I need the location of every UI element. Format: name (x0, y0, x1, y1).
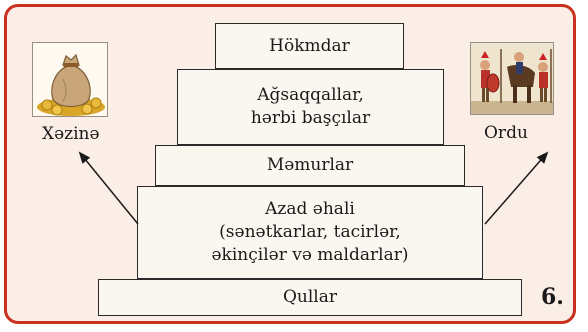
tier-ruler-label: Hökmdar (269, 35, 350, 56)
tier-elders-commanders: Ağsaqqallar, hərbi başçılar (177, 69, 444, 145)
tier-elders-commanders-label: Ağsaqqallar, hərbi başçılar (250, 85, 371, 128)
army-soldiers-icon (470, 42, 554, 115)
arrow-to-treasury (78, 151, 139, 225)
army-label: Ordu (484, 123, 528, 143)
army-drawing (471, 43, 553, 114)
arrow-to-army (484, 151, 549, 225)
tier-officials: Məmurlar (155, 145, 465, 186)
tier-slaves: Qullar (98, 279, 522, 316)
treasury-label: Xəzinə (42, 124, 100, 144)
money-bag-icon (32, 42, 108, 117)
tier-ruler: Hökmdar (215, 23, 404, 69)
figure-number: 6. (541, 284, 564, 310)
money-bag-drawing (37, 53, 105, 116)
tier-free-population-label: Azad əhali (sənətkarlar, tacirlər, əkinç… (211, 199, 409, 265)
tier-officials-label: Məmurlar (266, 155, 354, 175)
tier-free-population: Azad əhali (sənətkarlar, tacirlər, əkinç… (137, 186, 483, 279)
tier-slaves-label: Qullar (282, 287, 338, 307)
